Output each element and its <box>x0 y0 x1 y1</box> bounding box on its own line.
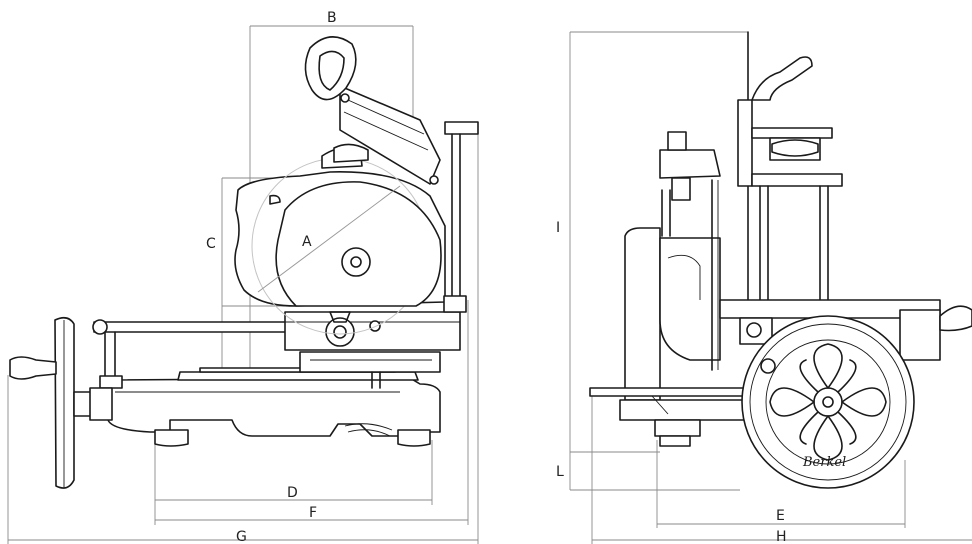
dimension-label-g: G <box>236 529 247 544</box>
dimension-label-b: B <box>327 10 337 26</box>
dimension-label-l: L <box>556 464 564 480</box>
blade-housing-side: A <box>234 36 479 335</box>
flywheel-front: Berkel <box>741 315 915 489</box>
dimension-label-d: D <box>287 485 298 501</box>
slicer-body-front <box>589 31 972 447</box>
dimension-label-a: A <box>302 234 312 250</box>
dimension-label-h: H <box>776 529 787 544</box>
brand-script: Berkel <box>802 455 846 470</box>
side-view: A B C D F G <box>7 10 479 544</box>
front-view: Berkel I L E H <box>556 31 972 544</box>
dimension-lines-front <box>569 31 972 544</box>
hand-wheel-side <box>9 316 113 489</box>
dimension-label-i: I <box>556 220 560 236</box>
dimension-label-c: C <box>206 236 216 252</box>
slicer-base-side <box>92 311 461 447</box>
dimension-label-f: F <box>309 505 317 521</box>
dimension-label-e: E <box>776 508 785 524</box>
